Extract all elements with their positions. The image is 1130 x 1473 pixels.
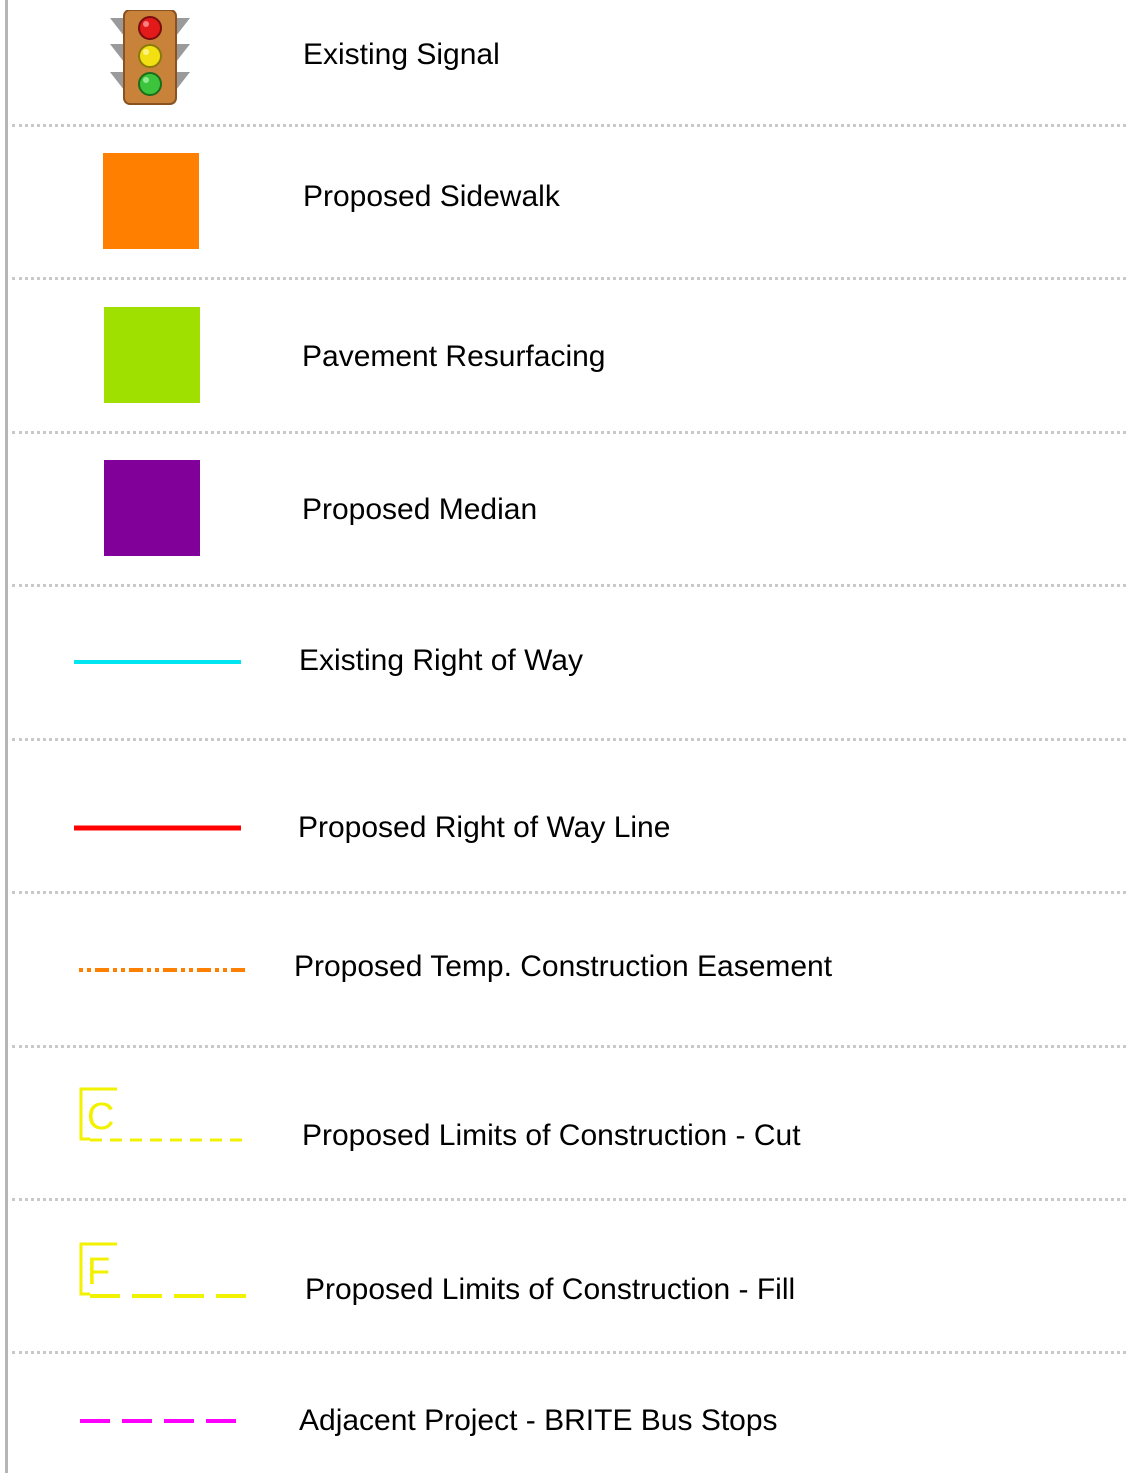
- legend-label-existing-signal: Existing Signal: [303, 38, 500, 71]
- legend-left-border: [5, 0, 8, 1473]
- legend-label-proposed-sidewalk: Proposed Sidewalk: [303, 180, 560, 213]
- legend-divider: [12, 738, 1126, 741]
- proposed-row-line-icon: [74, 824, 242, 832]
- legend-label-brite-bus-stops: Adjacent Project - BRITE Bus Stops: [299, 1404, 778, 1437]
- existing-row-line-icon: [74, 658, 242, 666]
- legend-divider: [12, 1351, 1126, 1354]
- legend-label-pavement-resurfacing: Pavement Resurfacing: [302, 340, 606, 373]
- cut-limits-line-icon: C: [78, 1087, 250, 1147]
- easement-line-icon: [79, 965, 249, 975]
- sidewalk-swatch: [103, 153, 199, 249]
- fill-limits-line-icon: F: [78, 1242, 250, 1304]
- legend-divider: [12, 1198, 1126, 1201]
- legend-divider: [12, 1045, 1126, 1048]
- median-swatch: [104, 460, 200, 556]
- legend-divider: [12, 891, 1126, 894]
- legend-divider: [12, 124, 1126, 127]
- legend-label-limits-fill: Proposed Limits of Construction - Fill: [305, 1273, 796, 1306]
- legend-divider: [12, 584, 1126, 587]
- resurfacing-swatch: [104, 307, 200, 403]
- legend-label-existing-row: Existing Right of Way: [299, 644, 583, 677]
- legend-label-proposed-row: Proposed Right of Way Line: [298, 811, 671, 844]
- bus-stops-line-icon: [80, 1417, 244, 1425]
- legend-divider: [12, 431, 1126, 434]
- legend-divider: [12, 277, 1126, 280]
- legend-label-proposed-median: Proposed Median: [302, 493, 538, 526]
- fill-marker-letter: F: [87, 1251, 110, 1293]
- legend-label-temp-construction-easement: Proposed Temp. Construction Easement: [294, 950, 833, 983]
- legend-label-limits-cut: Proposed Limits of Construction - Cut: [302, 1119, 801, 1152]
- cut-marker-letter: C: [87, 1096, 114, 1138]
- traffic-signal-icon: [110, 10, 190, 106]
